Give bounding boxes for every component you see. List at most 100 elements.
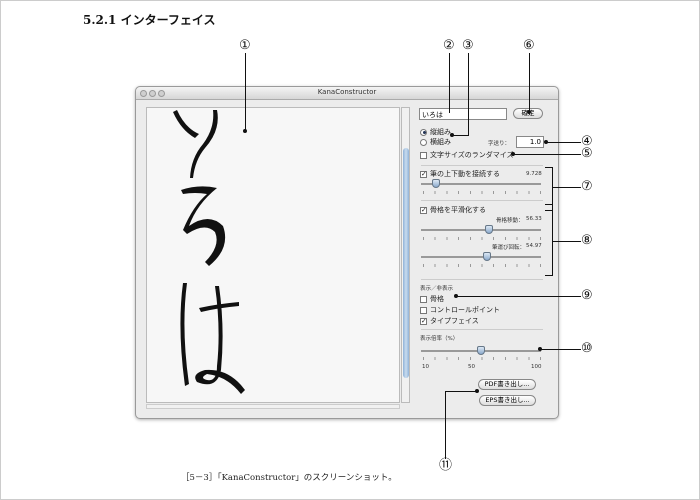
- callout-dot: [527, 110, 531, 114]
- radio-checked-icon: [420, 128, 427, 136]
- callout-dot: [454, 294, 458, 298]
- connect-value: 9.728: [526, 171, 542, 177]
- callout-line: [546, 142, 581, 143]
- zoom-tick: 100: [531, 364, 542, 370]
- callout-10: ⑩: [581, 341, 593, 356]
- divider: [421, 329, 543, 330]
- section-heading: 5.2.1 インターフェイス: [83, 13, 216, 27]
- callout-dot: [511, 152, 515, 156]
- eps-export-button[interactable]: EPS書き出し...: [479, 395, 536, 406]
- brush-rotate-label: 筆運び回転：: [492, 245, 526, 251]
- zoom-label: 表示倍率（%）: [420, 336, 459, 342]
- typeface-checkbox[interactable]: ✓タイプフェイス: [420, 316, 479, 326]
- randomize-checkbox[interactable]: 文字サイズのランダマイズ: [420, 150, 514, 160]
- vertical-radio[interactable]: 縦組み: [420, 127, 451, 137]
- callout-1: ①: [239, 38, 251, 53]
- brush-rotate-slider[interactable]: [421, 256, 541, 258]
- connect-checkbox[interactable]: ✓筆の上下動を接続する: [420, 169, 500, 179]
- brush-rotate-value: 54.97: [526, 243, 542, 249]
- skeleton-move-value: 56.33: [526, 216, 542, 222]
- vertical-scrollbar[interactable]: [401, 107, 410, 403]
- checkmark-icon: ✓: [420, 169, 427, 178]
- slider-ticks: [423, 264, 541, 267]
- callout-line: [245, 53, 246, 131]
- checkmark-icon: ✓: [420, 316, 427, 325]
- divider: [421, 165, 543, 166]
- callout-3: ③: [462, 38, 474, 53]
- checkmark-icon: ✓: [420, 205, 427, 214]
- window-title: KanaConstructor: [317, 88, 377, 96]
- connect-label: 筆の上下動を接続する: [430, 170, 500, 178]
- connect-slider[interactable]: [421, 183, 541, 185]
- slider-ticks: [423, 191, 541, 194]
- callout-line: [553, 241, 581, 242]
- callout-dot: [475, 389, 479, 393]
- smooth-checkbox[interactable]: ✓骨格を平滑化する: [420, 205, 486, 215]
- smooth-label: 骨格を平滑化する: [430, 206, 486, 214]
- callout-dot: [538, 347, 542, 351]
- horizontal-scrollbar[interactable]: [146, 404, 400, 409]
- app-window: KanaConstructor いろは 確定 縦組み 横組み 字送り： 1.0 …: [135, 86, 559, 419]
- callout-2: ②: [443, 38, 455, 53]
- callout-4: ④: [581, 134, 593, 149]
- zoom-tick: 10: [422, 364, 429, 370]
- figure-caption: ［5－3］「KanaConstructor」のスクリーンショット。: [181, 473, 397, 483]
- spacing-input[interactable]: 1.0: [516, 136, 544, 148]
- callout-dot: [450, 133, 454, 137]
- connect-slider-knob[interactable]: [432, 179, 440, 188]
- checkbox-icon: [420, 295, 427, 303]
- callout-line: [445, 391, 446, 461]
- callout-7: ⑦: [581, 179, 593, 194]
- callout-line: [468, 53, 469, 136]
- zoom-icon[interactable]: [158, 90, 165, 97]
- glyph-canvas[interactable]: [146, 107, 400, 403]
- control-points-checkbox[interactable]: コントロールポイント: [420, 305, 500, 315]
- callout-6: ⑥: [523, 38, 535, 53]
- checkbox-icon: [420, 151, 427, 159]
- callout-9: ⑨: [581, 288, 593, 303]
- skeleton-move-label: 骨格移動：: [496, 218, 524, 224]
- skeleton-move-slider[interactable]: [421, 229, 541, 231]
- callout-line: [553, 187, 581, 188]
- divider: [421, 279, 543, 280]
- typeface-label: タイプフェイス: [430, 317, 479, 325]
- control-points-label: コントロールポイント: [430, 306, 500, 314]
- slider-ticks: [423, 357, 541, 360]
- skeleton-label: 骨格: [430, 295, 444, 303]
- callout-dot: [544, 140, 548, 144]
- spacing-label: 字送り：: [488, 141, 511, 147]
- divider: [421, 200, 543, 201]
- text-input[interactable]: いろは: [419, 108, 507, 120]
- callout-bracket: [545, 204, 553, 276]
- callout-line: [456, 296, 581, 297]
- callout-line: [513, 154, 581, 155]
- vertical-label: 縦組み: [430, 128, 451, 136]
- callout-line: [445, 391, 477, 392]
- callout-8: ⑧: [581, 233, 593, 248]
- scrollbar-thumb[interactable]: [403, 148, 409, 378]
- title-bar[interactable]: KanaConstructor: [136, 87, 558, 100]
- calligraphy-glyphs: [173, 110, 245, 394]
- horizontal-radio[interactable]: 横組み: [420, 137, 451, 147]
- callout-line: [529, 53, 530, 111]
- radio-icon: [420, 138, 427, 146]
- close-icon[interactable]: [140, 90, 147, 97]
- horizontal-label: 横組み: [430, 138, 451, 146]
- display-label: 表示／非表示: [420, 286, 454, 292]
- zoom-slider-knob[interactable]: [477, 346, 485, 355]
- callout-dot: [243, 129, 247, 133]
- callout-5: ⑤: [581, 146, 593, 161]
- skeleton-move-knob[interactable]: [485, 225, 493, 234]
- minimize-icon[interactable]: [149, 90, 156, 97]
- pdf-export-button[interactable]: PDF書き出し...: [478, 379, 536, 390]
- checkbox-icon: [420, 306, 427, 314]
- zoom-tick: 50: [468, 364, 475, 370]
- callout-line: [540, 349, 581, 350]
- slider-ticks: [423, 237, 541, 240]
- callout-line: [449, 53, 450, 113]
- brush-rotate-knob[interactable]: [483, 252, 491, 261]
- callout-bracket: [545, 167, 553, 211]
- skeleton-checkbox[interactable]: 骨格: [420, 294, 444, 304]
- randomize-label: 文字サイズのランダマイズ: [430, 151, 514, 159]
- callout-line: [452, 135, 469, 136]
